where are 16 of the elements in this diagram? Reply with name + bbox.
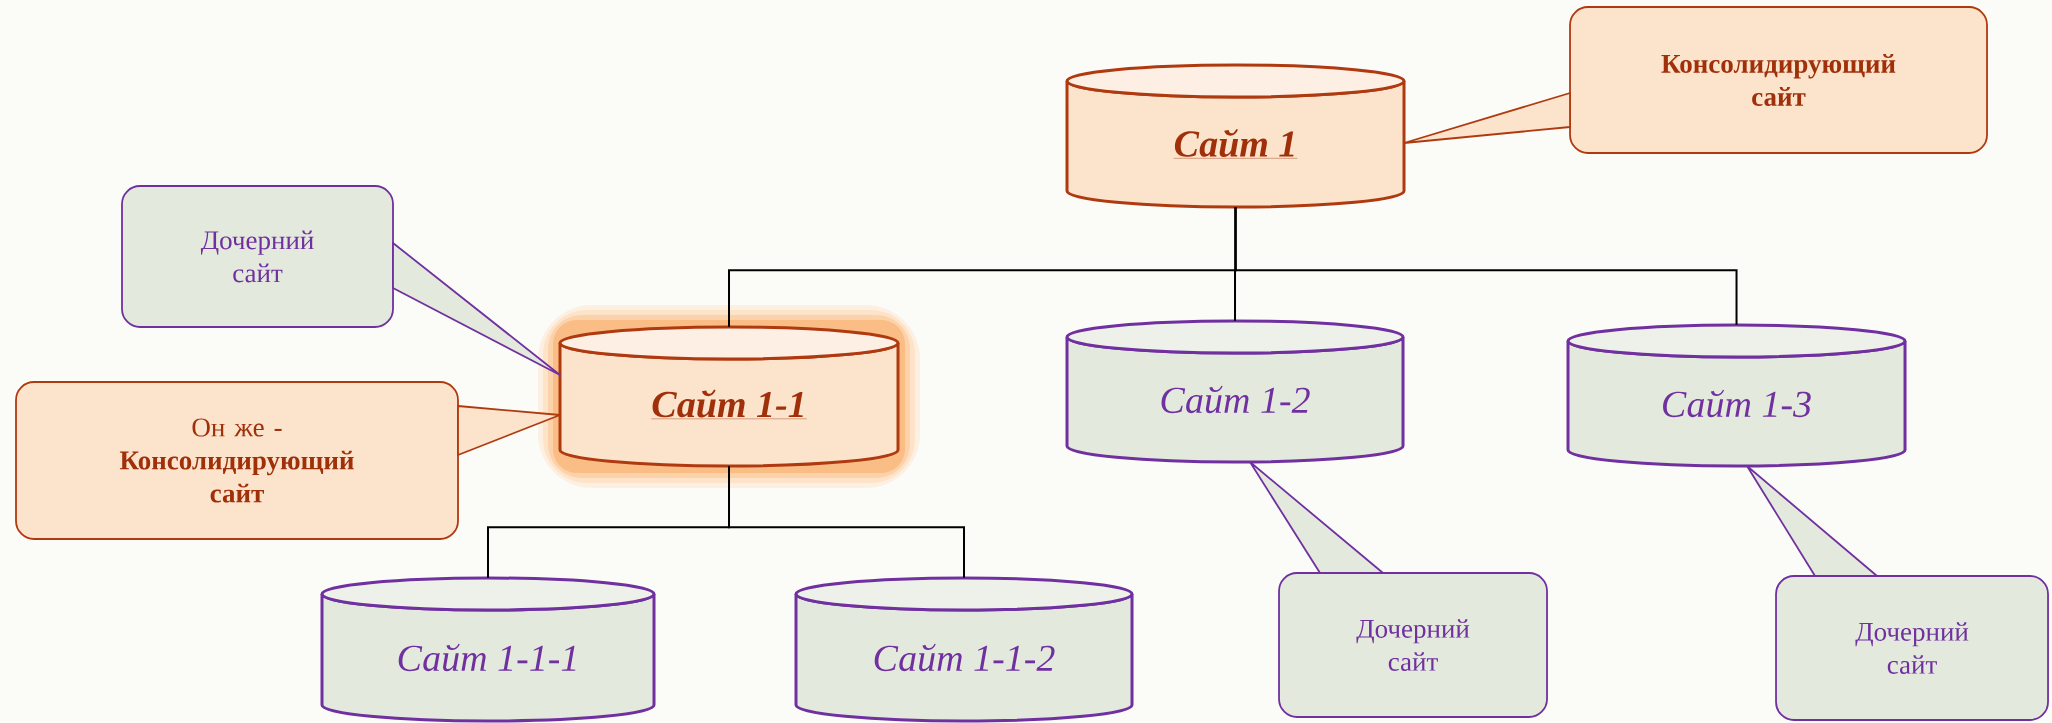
callout-tail <box>1249 461 1384 574</box>
connector-line <box>728 465 965 579</box>
cylinder: Сайт 1-2 <box>1065 319 1405 464</box>
callout-tail <box>1403 92 1571 144</box>
cylinder: Сайт 1-3 <box>1566 323 1907 468</box>
callout-tail <box>457 405 561 456</box>
cylinder: Сайт 1-1 <box>538 305 920 488</box>
callout-box: Консолидирующий сайт <box>1569 6 1988 154</box>
callout-tail <box>1746 465 1878 577</box>
callout-box: Он же - Консолидирующий сайт <box>15 381 459 540</box>
cylinder: Сайт 1 <box>1065 63 1406 209</box>
callout-tail <box>392 242 561 376</box>
cylinder: Сайт 1-1-1 <box>320 576 656 723</box>
cylinder: Сайт 1-1-2 <box>794 576 1134 723</box>
connector-line <box>1234 206 1738 326</box>
callout-box: Дочерний сайт <box>121 185 394 328</box>
